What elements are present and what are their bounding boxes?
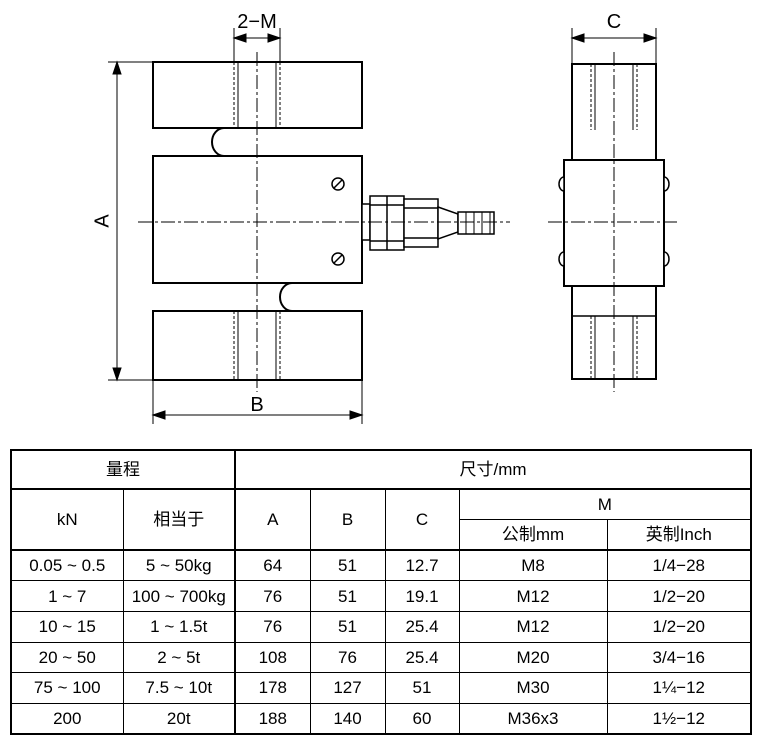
cell-c: 19.1 [384,580,460,612]
cell-c: 25.4 [384,641,460,674]
header-imperial: 英制Inch [606,518,752,552]
side-dimension-c [570,28,658,64]
table-row: 200 20t 188 140 60 M36x3 1½−12 [10,702,752,735]
cell-metric: M36x3 [458,702,608,735]
cell-metric: M20 [458,641,608,674]
spec-table: 量程 尺寸/mm kN 相当于 A B C M 公制mm 英制Inch 0.05… [10,449,753,735]
table-row: 75 ~ 100 7.5 ~ 10t 178 127 51 M30 1¼−12 [10,672,752,704]
cell-imperial: 1/2−20 [606,580,752,612]
header-range: 量程 [10,449,236,490]
cell-b: 127 [309,672,386,704]
load-cell-drawing: A B 2−M [91,11,680,424]
side-view [548,52,680,392]
cell-imperial: 1/2−20 [606,610,752,643]
table-row: 0.05 ~ 0.5 5 ~ 50kg 64 51 12.7 M8 1/4−28 [10,549,752,582]
cell-equivalent: 20t [122,702,236,735]
cell-kn: 20 ~ 50 [10,641,124,674]
cell-a: 76 [234,580,311,612]
cell-equivalent: 100 ~ 700kg [122,580,236,612]
cell-a: 108 [234,641,311,674]
cell-c: 12.7 [384,549,460,582]
cell-metric: M12 [458,580,608,612]
cell-kn: 0.05 ~ 0.5 [10,549,124,582]
cell-imperial: 1½−12 [606,702,752,735]
header-row-3: 公制mm 英制Inch [11,518,752,552]
header-row-1: 量程 尺寸/mm [10,449,752,490]
dim-label-c: C [607,11,621,33]
cell-b: 140 [309,702,386,735]
cell-imperial: 1/4−28 [606,549,752,582]
cell-b: 76 [309,641,386,674]
center-lines [138,52,510,392]
bottom-thread-hole [233,311,281,380]
cell-equivalent: 2 ~ 5t [122,641,236,674]
cell-b: 51 [309,580,386,612]
screw-icon [558,176,670,267]
header-dimensions: 尺寸/mm [233,449,752,490]
top-thread-hole [233,62,281,128]
header-kn: kN [10,488,124,552]
header-metric: 公制mm [458,518,608,552]
header-b: B [309,488,386,552]
cell-kn: 10 ~ 15 [10,610,124,643]
cell-metric: M30 [458,672,608,704]
header-equivalent: 相当于 [122,488,236,552]
cell-b: 51 [309,549,386,582]
dim-label-b: B [250,394,263,416]
cell-equivalent: 5 ~ 50kg [122,549,236,582]
cell-kn: 200 [10,702,124,735]
header-a: A [234,488,311,552]
cell-a: 76 [234,610,311,643]
cell-metric: M12 [458,610,608,643]
cell-equivalent: 7.5 ~ 10t [122,672,236,704]
table-row: 20 ~ 50 2 ~ 5t 108 76 25.4 M20 3/4−16 [10,641,752,674]
cell-a: 64 [234,549,311,582]
header-m: M [458,488,752,520]
front-dimensions [108,28,364,424]
cell-c: 51 [384,672,460,704]
header-row-2: kN 相当于 A B C M [10,488,752,552]
screw-icon [331,252,345,266]
cell-equivalent: 1 ~ 1.5t [122,610,236,643]
cable-connector [361,195,495,251]
table-row: 1 ~ 7 100 ~ 700kg 76 51 19.1 M12 1/2−20 [10,580,752,612]
cell-imperial: 3/4−16 [606,641,752,674]
dim-label-a: A [91,214,113,228]
header-c: C [384,488,460,552]
cell-c: 60 [384,702,460,735]
cell-kn: 1 ~ 7 [10,580,124,612]
cell-a: 188 [234,702,311,735]
cell-b: 51 [309,610,386,643]
cell-a: 178 [234,672,311,704]
table-row: 10 ~ 15 1 ~ 1.5t 76 51 25.4 M12 1/2−20 [10,610,752,643]
cell-kn: 75 ~ 100 [10,672,124,704]
front-view [138,52,510,392]
dim-label-m: 2−M [237,11,276,33]
cell-c: 25.4 [384,610,460,643]
cell-metric: M8 [458,549,608,582]
screw-icon [331,177,345,191]
cell-imperial: 1¼−12 [606,672,752,704]
